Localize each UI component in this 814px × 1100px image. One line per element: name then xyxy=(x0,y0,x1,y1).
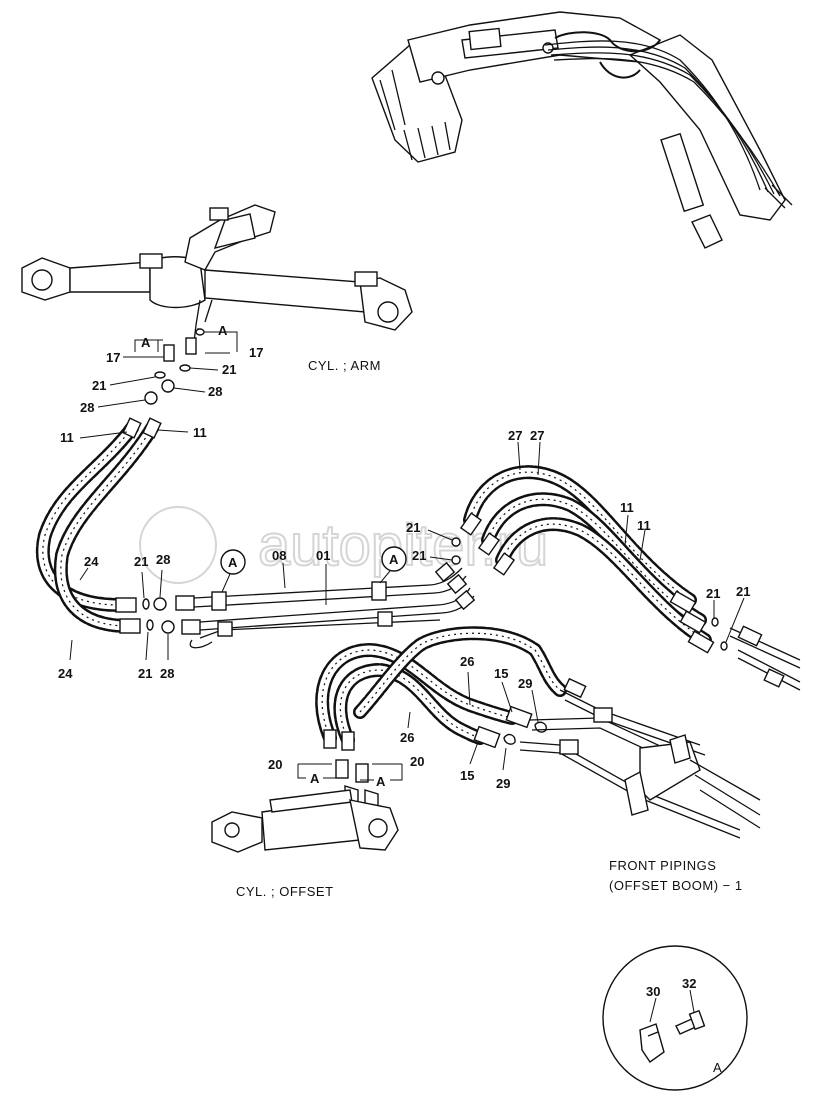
callout-27-right: 27 xyxy=(530,428,544,443)
callout-21-left-arm: 21 xyxy=(92,378,106,393)
hose-11-24-left-loop: 11 11 24 24 xyxy=(35,417,207,681)
callout-20-left: 20 xyxy=(268,757,282,772)
callout-26-lower: 26 xyxy=(400,730,414,745)
clamp-30 xyxy=(639,1023,665,1063)
arm-cylinder xyxy=(21,204,413,343)
callout-32: 32 xyxy=(682,976,696,991)
callout-17-left: 17 xyxy=(106,350,120,365)
callout-26-upper: 26 xyxy=(460,654,474,669)
callout-a-circle-left: A xyxy=(228,555,238,570)
callout-24-lower: 24 xyxy=(58,666,73,681)
callout-28-left-arm: 28 xyxy=(80,400,94,415)
callout-17-right: 17 xyxy=(249,345,263,360)
callout-21-far-right: 21 xyxy=(736,584,750,599)
caption-cyl-offset: CYL. ; OFFSET xyxy=(236,884,334,899)
callout-01: 01 xyxy=(316,548,330,563)
callout-28-mid-upper: 28 xyxy=(156,552,170,567)
callout-11-right: 11 xyxy=(193,425,207,440)
callout-a-off-left: A xyxy=(310,771,320,786)
callout-28-mid-lower: 28 xyxy=(160,666,174,681)
callout-08: 08 xyxy=(272,548,286,563)
steel-pipes-08-01: A A 08 01 21 21 xyxy=(175,520,476,649)
callout-21-block-upper: 21 xyxy=(406,520,420,535)
callout-27-left: 27 xyxy=(508,428,522,443)
callout-21-mid-lower: 21 xyxy=(138,666,152,681)
callout-21-far-left: 21 xyxy=(706,586,720,601)
callout-15-lower: 15 xyxy=(460,768,474,783)
callout-21-mid-upper: 21 xyxy=(134,554,148,569)
drawing-title: FRONT PIPINGS (OFFSET BOOM) − 1 xyxy=(609,858,743,893)
callout-a-left-arm: A xyxy=(141,335,151,350)
excavator-front-illustration xyxy=(371,11,793,249)
callout-a-off-right: A xyxy=(376,774,386,789)
detail-a-label: A xyxy=(713,1060,722,1075)
hose-26-15-offset: 26 15 29 26 15 29 xyxy=(315,626,761,839)
callout-15-upper: 15 xyxy=(494,666,508,681)
callout-20-right: 20 xyxy=(410,754,424,769)
callout-28-right-arm: 28 xyxy=(208,384,222,399)
callout-21-right-arm: 21 xyxy=(222,362,236,377)
callout-24-upper: 24 xyxy=(84,554,99,569)
callout-11-far-left: 11 xyxy=(620,500,634,515)
detail-a: 30 32 A xyxy=(602,945,748,1091)
callout-29-lower: 29 xyxy=(496,776,510,791)
arm-cylinder-callouts: A A 17 17 21 21 28 28 CYL. ; ARM xyxy=(80,323,381,415)
offset-cylinder: 20 20 A A CYL. ; OFFSET xyxy=(211,754,424,899)
callout-30: 30 xyxy=(646,984,660,999)
callout-a-circle-right: A xyxy=(389,552,399,567)
callout-a-right-arm: A xyxy=(218,323,228,338)
title-line-2: (OFFSET BOOM) − 1 xyxy=(609,878,743,893)
callout-11-far-right: 11 xyxy=(637,518,651,533)
callout-11-left: 11 xyxy=(60,430,74,445)
mid-fittings: 21 28 21 28 xyxy=(134,552,175,681)
callout-21-block-lower: 21 xyxy=(412,548,426,563)
hose-27-11-right: 27 27 11 11 21 21 xyxy=(459,428,801,691)
callout-29-upper: 29 xyxy=(518,676,532,691)
caption-cyl-arm: CYL. ; ARM xyxy=(308,358,381,373)
title-line-1: FRONT PIPINGS xyxy=(609,858,716,873)
